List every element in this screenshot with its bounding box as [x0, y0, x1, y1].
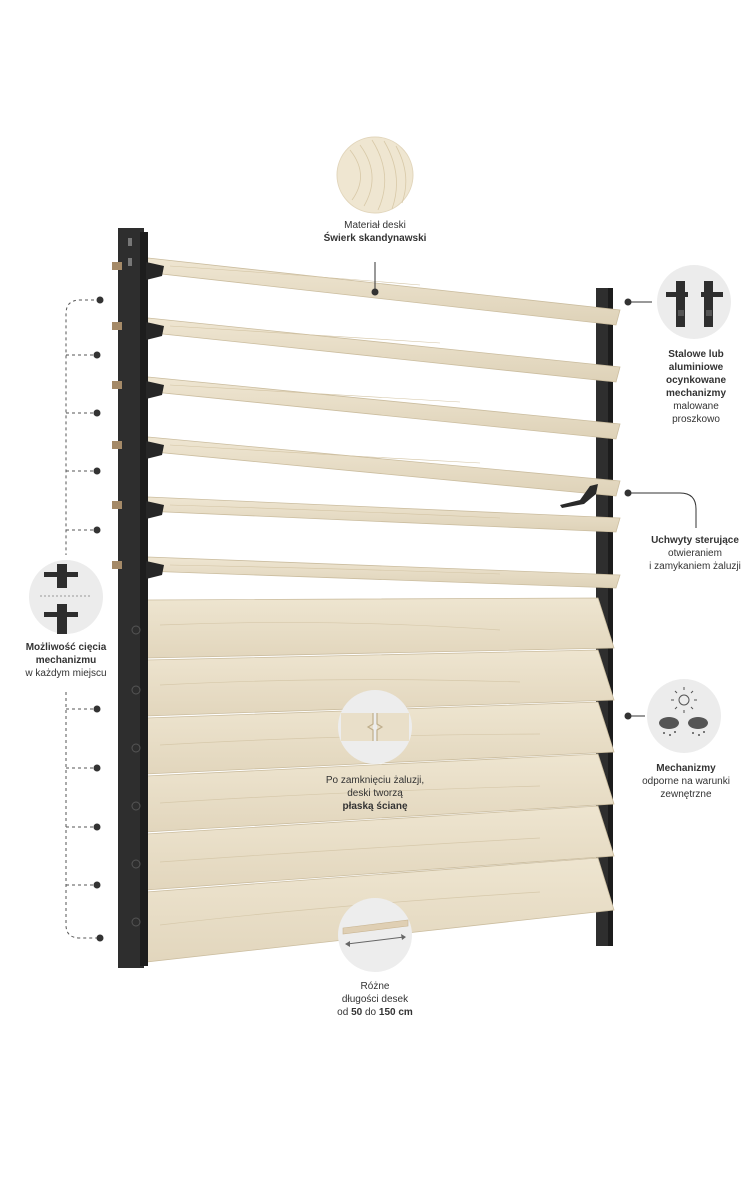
- board-length-icon: [338, 898, 412, 972]
- right-top-label-line6: proszkowo: [672, 414, 720, 425]
- center-label-line2: deski tworzą: [347, 788, 403, 799]
- right-bottom-label-bold: Mechanizmy: [656, 763, 716, 774]
- weather-icon: [647, 679, 721, 753]
- top-label-line2: Świerk skandynawski: [323, 233, 427, 244]
- bottom-label-prefix: od: [337, 1007, 349, 1018]
- top-label: Materiał deski Świerk skandynawski: [305, 219, 445, 245]
- bottom-label: Różne długości desek od 50 do 150 cm: [305, 980, 445, 1019]
- right-top-label: Stalowe lub aluminiowe ocynkowane mechan…: [648, 348, 744, 426]
- bottom-label-line2: długości desek: [341, 994, 409, 1005]
- center-label: Po zamknięciu żaluzji, deski tworzą płas…: [300, 774, 450, 813]
- left-label-line3: w każdym miejscu: [25, 668, 107, 679]
- right-bottom-label: Mechanizmy odporne na warunki zewnętrzne: [632, 762, 740, 801]
- left-label-bold1: Możliwość cięcia: [25, 642, 107, 653]
- bottom-label-range: od 50 do 150 cm: [305, 1006, 445, 1019]
- top-label-line1: Materiał deski: [344, 220, 406, 231]
- left-frame-post: [112, 228, 164, 968]
- right-mid-label-bold: Uchwyty sterujące: [651, 535, 739, 546]
- bottom-label-max: 150 cm: [378, 1007, 413, 1018]
- control-handle: [560, 484, 598, 508]
- open-slats: [143, 257, 621, 589]
- left-label: Możliwość cięcia mechanizmu w każdym mie…: [8, 641, 124, 680]
- right-bottom-callout-dot: [624, 712, 632, 720]
- center-label-bold: płaską ścianę: [342, 801, 408, 812]
- right-top-label-bold3: ocynkowane: [665, 375, 727, 386]
- right-top-label-bold4: mechanizmy: [665, 388, 727, 399]
- center-label-line1: Po zamknięciu żaluzji,: [325, 775, 425, 786]
- bracket-mechanism-icon: [657, 265, 731, 339]
- bottom-label-mid: do: [364, 1007, 377, 1018]
- left-dashed-bracket-upper: [65, 296, 104, 555]
- right-mid-callout-dot: [624, 489, 632, 497]
- right-top-label-bold1: Stalowe lub: [668, 349, 724, 360]
- wood-texture-icon: [336, 136, 414, 214]
- right-top-label-bold2: aluminiowe: [668, 362, 724, 373]
- bottom-label-min: 50: [351, 1007, 363, 1018]
- top-callout-dot: [371, 288, 379, 296]
- right-bottom-label-line3: zewnętrzne: [660, 789, 712, 800]
- right-bottom-label-line2: odporne na warunki: [642, 776, 730, 787]
- right-mid-callout-line: [629, 492, 697, 528]
- left-dashed-bracket-lower: [65, 692, 104, 942]
- left-label-bold2: mechanizmu: [35, 655, 97, 666]
- board-joint-icon: [338, 690, 412, 764]
- right-mid-label-line2: otwieraniem: [668, 548, 722, 559]
- right-top-callout-dot: [624, 298, 632, 306]
- right-top-label-line5: malowane: [673, 401, 719, 412]
- right-mid-label-line3: i zamykaniem żaluzji: [649, 561, 741, 572]
- right-mid-label: Uchwyty sterujące otwieraniem i zamykani…: [640, 534, 750, 573]
- cut-mechanism-icon: [29, 560, 103, 634]
- bottom-label-line1: Różne: [360, 981, 390, 992]
